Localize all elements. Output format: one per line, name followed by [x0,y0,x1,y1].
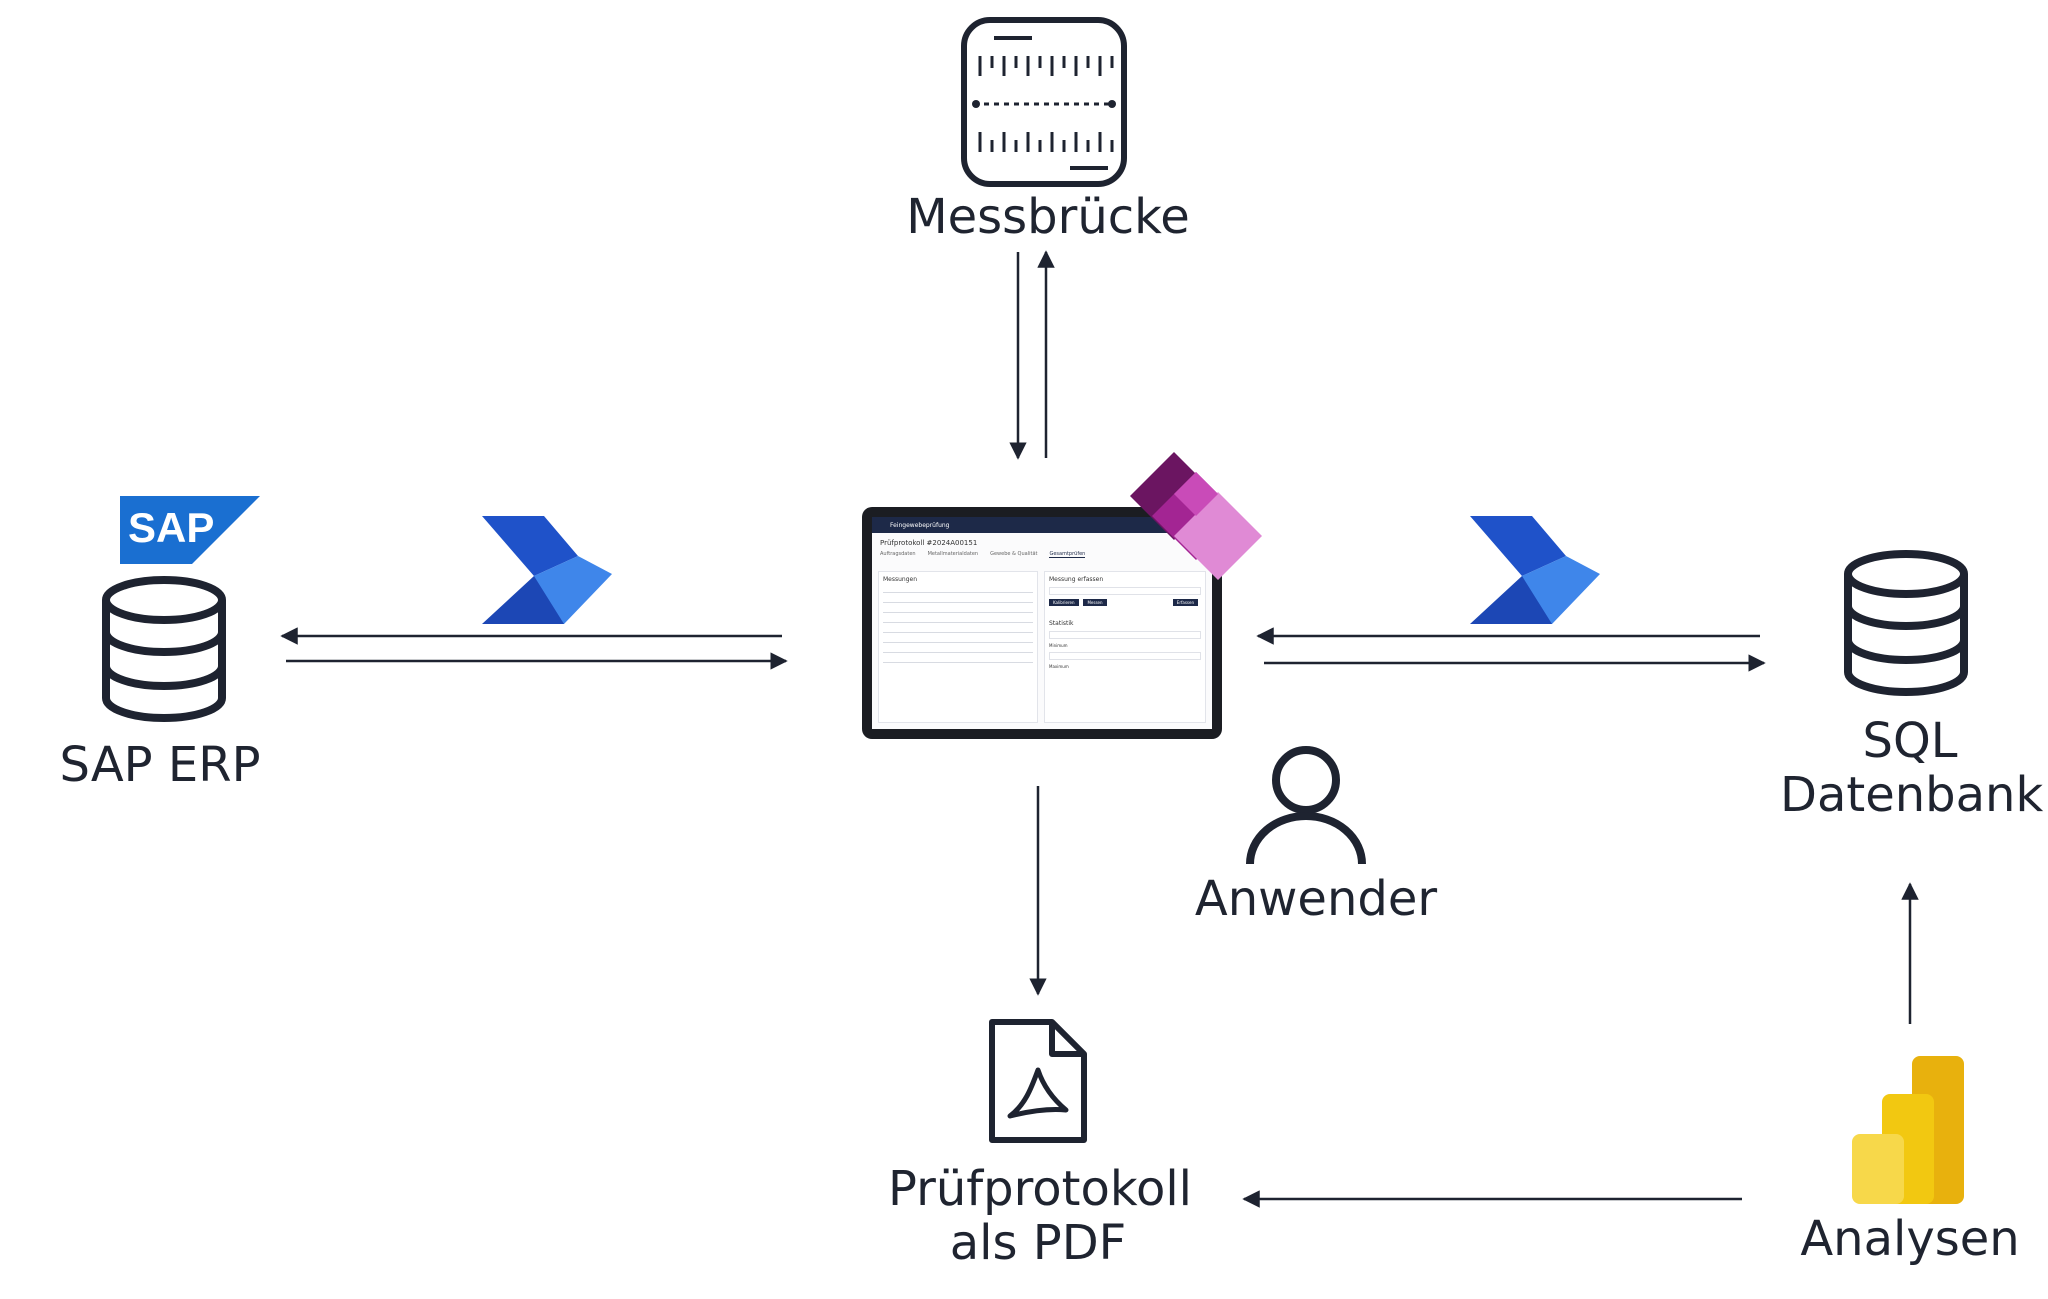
database-icon [1844,550,1968,696]
sql-label-line1: SQL [1862,713,1958,769]
tablet-app-screenshot: Feingewebeprüfung Prüfprotokoll #2024A00… [862,507,1222,739]
capture-panel: Messung erfassen Kalibrieren Messen Erfa… [1044,571,1206,723]
measuring-bridge-icon [961,17,1127,187]
pdf-label-line2: als PDF [949,1215,1127,1271]
tab-fabric-quality[interactable]: Gewebe & Qualität [990,551,1038,557]
pdf-label-line1: Prüfprotokoll [888,1161,1192,1217]
user-node [1240,736,1370,866]
user-label: Anwender [1194,871,1438,927]
protocol-title: Prüfprotokoll #2024A00151 [880,539,978,547]
statistics-title: Statistik [1049,620,1074,627]
user-icon [1246,746,1366,865]
measuring-bridge-label: Messbrücke [906,189,1190,245]
pdf-node [986,1016,1090,1146]
measurements-title: Messungen [883,576,918,583]
measurements-panel: Messungen [878,571,1038,723]
sap-logo: SAP [120,496,260,564]
power-bi-icon [1852,1056,1964,1204]
capture-title: Messung erfassen [1049,576,1104,583]
power-apps-icon [1130,452,1262,580]
app-tabs: Auftragsdaten Metallmaterialdaten Gewebe… [872,549,1212,560]
tab-overall-check[interactable]: Gesamtprüfen [1049,551,1086,558]
app-header-title: Feingewebeprüfung [890,521,950,529]
measuring-bridge-node [958,14,1138,194]
pdf-document-icon [989,1019,1087,1143]
stats-maximum: Maximum [1049,664,1069,669]
calibrate-button[interactable]: Kalibrieren [1049,599,1079,606]
database-icon [102,576,226,722]
sql-database-node [1840,548,1972,698]
power-automate-right-icon [1470,516,1600,624]
capture-button[interactable]: Erfassen [1172,599,1198,606]
app-header: Feingewebeprüfung [872,517,1212,533]
tab-metal-data[interactable]: Metallmaterialdaten [927,551,979,557]
analytics-node [1852,1056,1964,1204]
tab-order-data[interactable]: Auftragsdaten [880,551,916,557]
sap-database-node [98,574,230,724]
analytics-label: Analysen [1800,1211,2020,1267]
stats-minimum: Minimum [1049,643,1068,648]
sap-erp-label: SAP ERP [59,737,261,793]
measure-button[interactable]: Messen [1083,599,1107,606]
power-automate-left-icon [482,516,612,624]
app-screen: Feingewebeprüfung Prüfprotokoll #2024A00… [872,517,1212,729]
sql-label-line2: Datenbank [1780,767,2044,823]
app-body: Messungen Messung erfassen Kalibrieren M… [878,571,1206,723]
sap-logo-text: SAP [128,504,214,551]
